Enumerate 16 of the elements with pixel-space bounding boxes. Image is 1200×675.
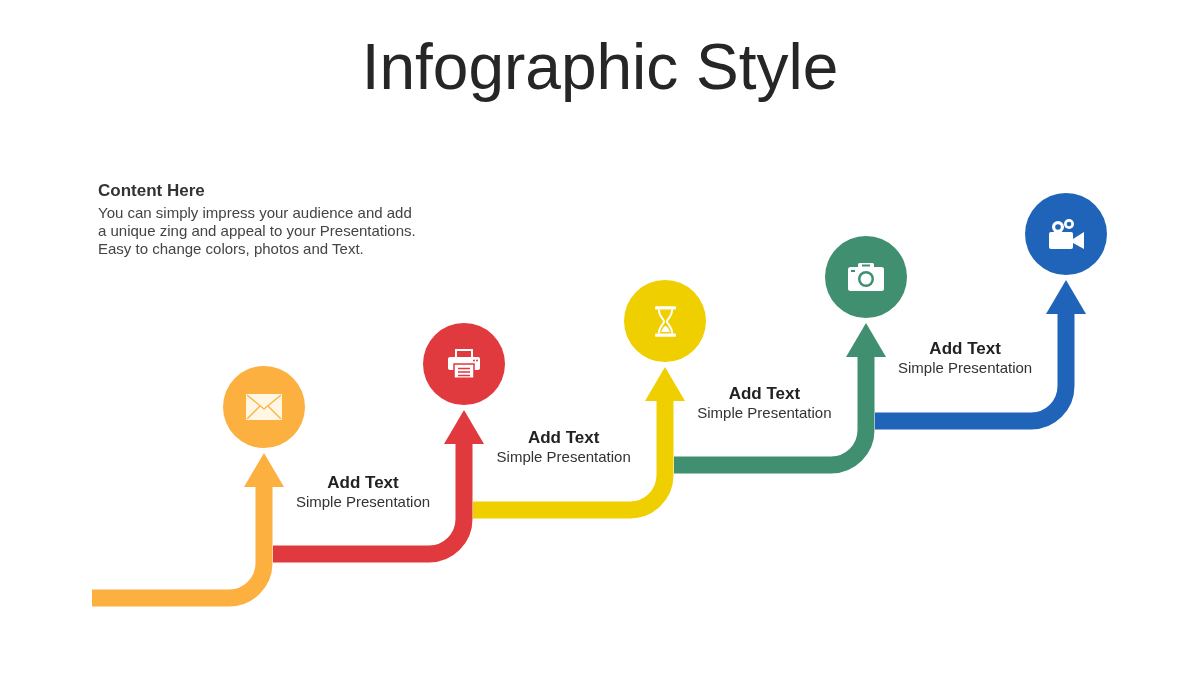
arrow <box>473 367 685 519</box>
step-description: Simple Presentation <box>897 359 1033 378</box>
paragraph: You can simply impress your audience and add a unique zing and appeal to your Presentations. Easy to change colors, photos and Text. <box>98 204 417 258</box>
arrow <box>92 453 284 607</box>
step-title: Add Text <box>929 339 1001 360</box>
step-title: Add Text <box>527 428 600 449</box>
arrow <box>273 410 484 563</box>
arrow <box>674 323 886 474</box>
step-description: Simple Presentation <box>295 493 431 511</box>
heading: Content Here <box>98 181 205 201</box>
step-title: Add Text <box>327 473 399 493</box>
title: Infographic Style <box>361 30 839 104</box>
step-title: Add Text <box>728 383 801 404</box>
step-description: Simple Presentation <box>697 403 832 422</box>
arrow <box>875 280 1086 430</box>
step-description: Simple Presentation <box>496 448 631 467</box>
